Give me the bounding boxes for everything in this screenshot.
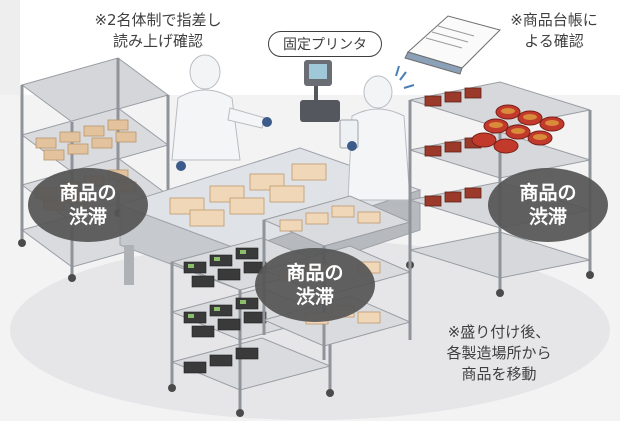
printer xyxy=(300,60,340,122)
jam-bubble-center-shape xyxy=(255,248,375,322)
label-movement-note-line-1: ※盛り付け後、 xyxy=(447,323,551,341)
label-movement-note-line-3: 商品を移動 xyxy=(461,365,537,383)
jam-bubble-left-line-2: 渋滞 xyxy=(68,206,107,228)
jam-bubble-right-shape xyxy=(488,168,608,242)
jam-bubble-center-line-1: 商品の xyxy=(286,262,344,284)
label-movement-note-line-2: 各製造場所から xyxy=(446,344,552,362)
label-ledger-check-line-2: よる確認 xyxy=(524,32,584,50)
right-rack xyxy=(406,81,594,297)
ledger-book-icon xyxy=(404,15,501,75)
worker-right xyxy=(339,65,415,201)
jam-bubble-right-line-2: 渋滞 xyxy=(528,206,567,228)
label-dual-check-line-2: 読み上げ確認 xyxy=(112,32,203,50)
jam-bubble-left-line-1: 商品の xyxy=(59,182,117,204)
worker-left xyxy=(171,54,272,171)
label-dual-check: ※2名体制で指差し 読み上げ確認 xyxy=(58,10,258,52)
jam-bubble-left-shape xyxy=(28,168,148,242)
label-movement-note: ※盛り付け後、 各製造場所から 商品を移動 xyxy=(404,322,594,385)
label-dual-check-line-1: ※2名体制で指差し xyxy=(94,11,222,29)
jam-bubble-center-line-2: 渋滞 xyxy=(295,286,334,308)
label-ledger-check: ※商品台帳に よる確認 xyxy=(490,10,618,52)
label-fixed-printer: 固定プリンタ xyxy=(268,31,382,57)
jam-bubble-right-line-1: 商品の xyxy=(519,182,577,204)
label-ledger-check-line-1: ※商品台帳に xyxy=(510,11,598,29)
jam-bubble-left: 商品の 渋滞 xyxy=(38,181,138,229)
jam-bubble-center: 商品の 渋滞 xyxy=(265,261,365,309)
jam-bubble-right: 商品の 渋滞 xyxy=(498,181,598,229)
